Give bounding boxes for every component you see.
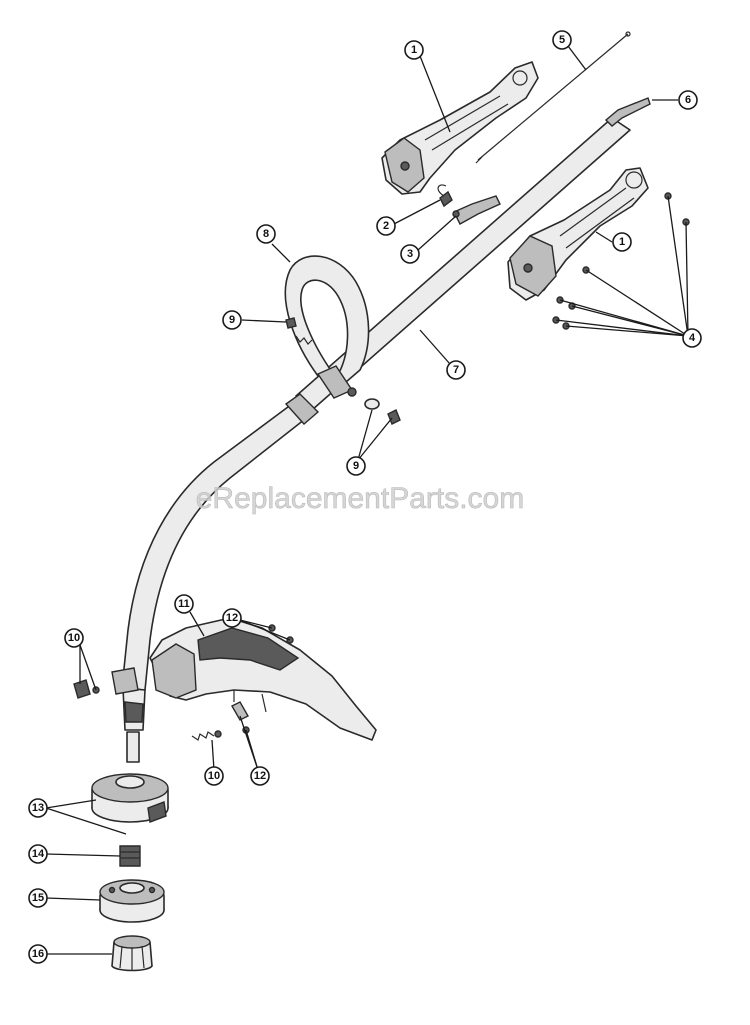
svg-text:14: 14 [32,848,45,860]
callout-part-8[interactable]: 8 [256,224,276,244]
svg-text:1: 1 [619,236,625,248]
callout-part-14[interactable]: 14 [28,844,48,864]
shaft-sleeve [124,701,144,723]
svg-text:8: 8 [263,228,269,240]
callout-part-13[interactable]: 13 [28,798,48,818]
callout-part-10-lower[interactable]: 10 [204,766,224,786]
svg-text:7: 7 [453,364,459,376]
guard-spring [73,679,222,741]
callout-part-9-lower[interactable]: 9 [346,456,366,476]
callout-part-9-upper[interactable]: 9 [222,310,242,330]
callout-part-4[interactable]: 4 [682,328,702,348]
svg-text:3: 3 [407,248,413,260]
svg-text:13: 13 [32,802,44,814]
spool-housing [91,773,169,823]
svg-text:10: 10 [68,632,80,644]
housing-upper [381,61,539,195]
handle-spring [285,317,313,345]
svg-text:9: 9 [353,460,359,472]
callout-part-5[interactable]: 5 [552,30,572,50]
callout-part-10-left[interactable]: 10 [64,628,84,648]
svg-text:1: 1 [411,44,417,56]
callout-part-6[interactable]: 6 [678,90,698,110]
callout-part-12-upper[interactable]: 12 [222,608,242,628]
shaft-coupling [284,393,320,425]
drive-cable [475,31,631,164]
switch-and-trigger [437,184,501,225]
handle-knob [364,398,401,425]
shaft-assembly [111,117,631,763]
svg-text:15: 15 [32,892,44,904]
bump-knob [111,935,153,972]
svg-text:12: 12 [254,770,266,782]
watermark-text: eReplacementParts.com [196,482,524,515]
svg-text:4: 4 [689,332,696,344]
shaft-tip [126,731,140,763]
svg-text:11: 11 [178,598,190,610]
callout-part-7[interactable]: 7 [446,360,466,380]
callout-part-15[interactable]: 15 [28,888,48,908]
callouts: 1 5 6 2 3 1 4 8 9 7 9 11 12 10 10 12 13 … [28,30,702,964]
leader-lines [45,45,689,955]
callout-part-16[interactable]: 16 [28,944,48,964]
svg-text:5: 5 [559,34,565,46]
callout-part-11[interactable]: 11 [174,594,194,614]
svg-text:12: 12 [226,612,238,624]
spool-spring [119,845,141,867]
svg-text:16: 16 [32,948,44,960]
debris-guard [149,617,377,741]
callout-part-12-lower[interactable]: 12 [250,766,270,786]
callout-part-3[interactable]: 3 [400,244,420,264]
callout-part-1-lower[interactable]: 1 [612,232,632,252]
svg-text:10: 10 [208,770,220,782]
svg-text:6: 6 [685,94,691,106]
assist-handle [284,255,370,399]
svg-text:2: 2 [383,220,389,232]
housing-lower [507,167,649,301]
svg-text:9: 9 [229,314,235,326]
spool [99,879,165,923]
callout-part-1[interactable]: 1 [404,40,424,60]
shaft-liner [604,97,651,127]
callout-part-2[interactable]: 2 [376,216,396,236]
shaft-clip [111,667,139,695]
